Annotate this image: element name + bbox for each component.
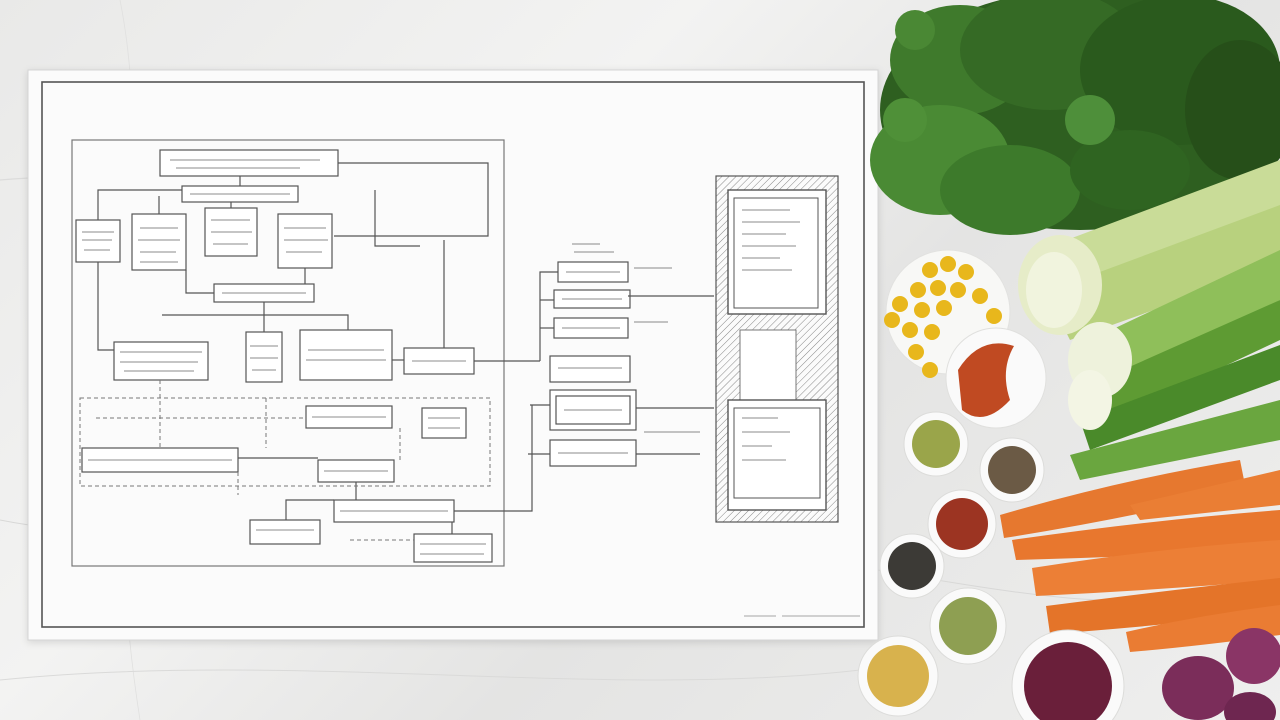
- spice-bowls: [857, 411, 1125, 720]
- hatched-schematic-panel: [715, 175, 839, 523]
- carrots: [1000, 460, 1280, 652]
- celery-stalks: [1018, 160, 1280, 340]
- green-onions: [1068, 250, 1280, 480]
- flowchart-dashed-links: [79, 380, 491, 541]
- parsley-bunch: [870, 0, 1280, 235]
- flowchart-left-panel: [71, 139, 540, 567]
- paprika-bowl: [945, 327, 1047, 429]
- red-onions: [1162, 628, 1280, 720]
- middle-column-scribbles: [558, 243, 700, 454]
- flowchart-scribbles: [82, 159, 486, 555]
